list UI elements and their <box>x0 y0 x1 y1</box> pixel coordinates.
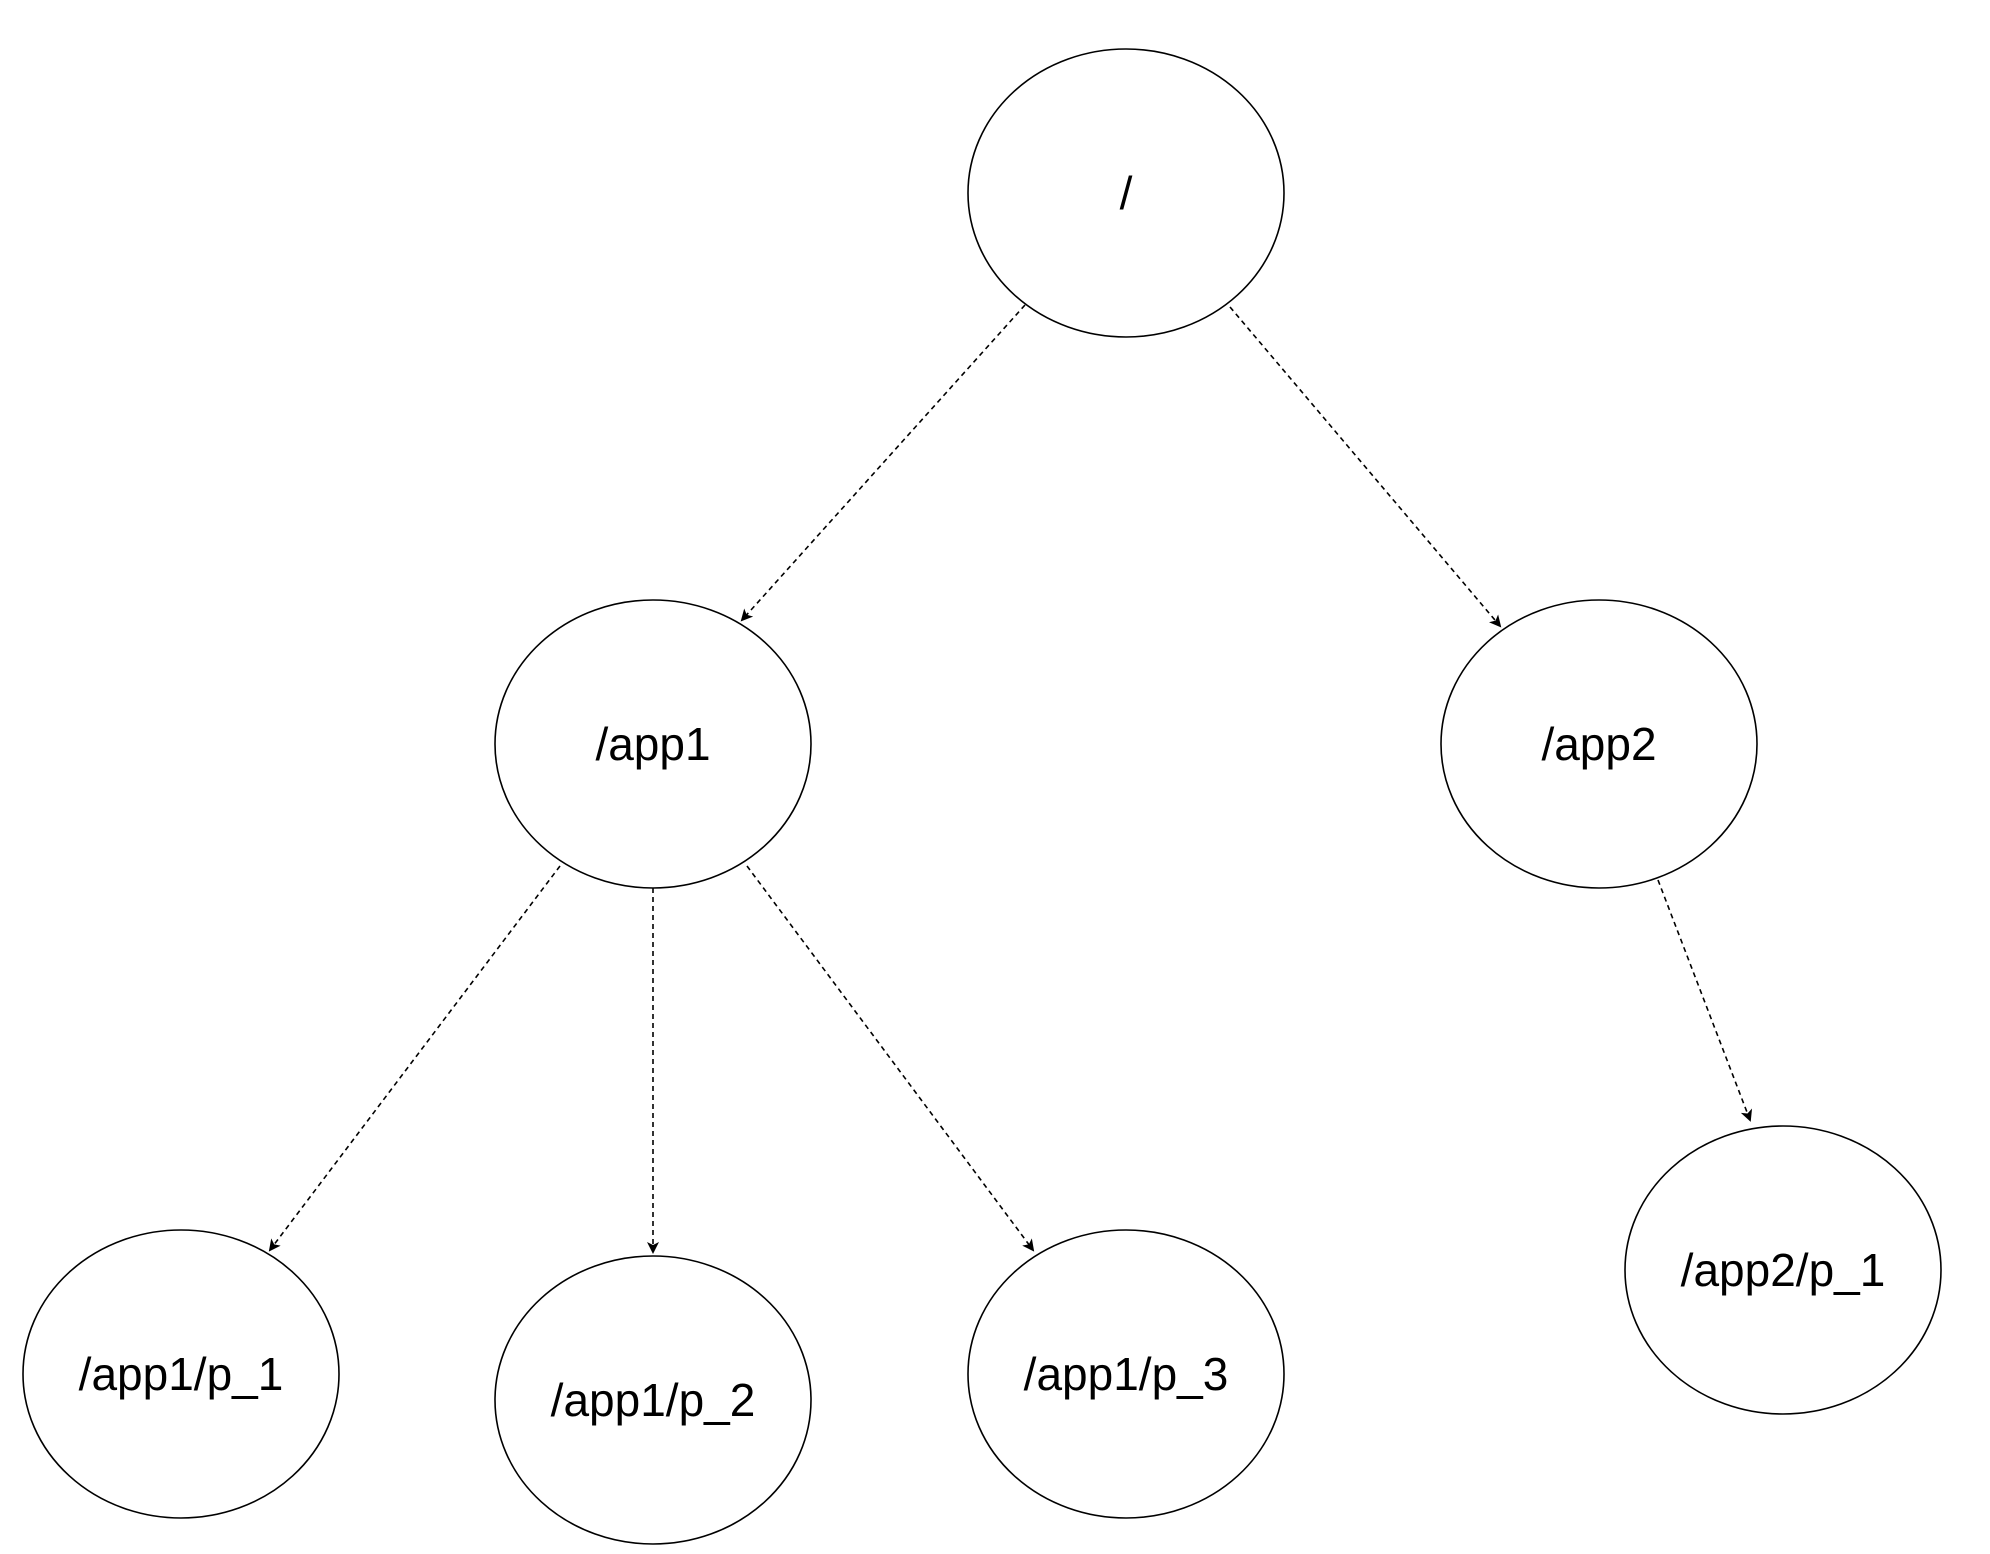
edges <box>268 304 1753 1254</box>
node-root[interactable]: / <box>967 48 1285 338</box>
nodes: / /app1 /app2 /app1/p_1 /app1/p_2 /app1/… <box>22 48 1942 1545</box>
node-app2-p1-label: /app2/p_1 <box>1681 1244 1886 1296</box>
edge-app1-to-app1-p1 <box>268 865 561 1252</box>
edge-app1-to-app1-p3 <box>746 865 1035 1252</box>
edge-app2-to-app2-p1 <box>1657 879 1753 1122</box>
node-app1-p3[interactable]: /app1/p_3 <box>967 1229 1285 1519</box>
node-app1-p2-shape <box>494 1255 812 1545</box>
node-app2-shape <box>1440 599 1758 889</box>
node-root-label: / <box>1120 167 1133 219</box>
edge-root-to-app2 <box>1229 306 1502 628</box>
node-app2-label: /app2 <box>1541 718 1656 770</box>
node-app1-p3-shape <box>967 1229 1285 1519</box>
node-app1[interactable]: /app1 <box>494 599 812 889</box>
node-app2-p1-shape <box>1624 1125 1942 1415</box>
node-app1-p3-label: /app1/p_3 <box>1024 1348 1229 1400</box>
edge-root-to-app1 <box>740 304 1026 622</box>
node-app2[interactable]: /app2 <box>1440 599 1758 889</box>
node-app1-shape <box>494 599 812 889</box>
node-app1-label: /app1 <box>595 718 710 770</box>
node-app1-p2[interactable]: /app1/p_2 <box>494 1255 812 1545</box>
node-app1-p1-shape <box>22 1229 340 1519</box>
node-root-shape <box>967 48 1285 338</box>
node-app1-p1-label: /app1/p_1 <box>79 1348 284 1400</box>
node-app2-p1[interactable]: /app2/p_1 <box>1624 1125 1942 1415</box>
node-app1-p2-label: /app1/p_2 <box>551 1374 756 1426</box>
node-app1-p1[interactable]: /app1/p_1 <box>22 1229 340 1519</box>
